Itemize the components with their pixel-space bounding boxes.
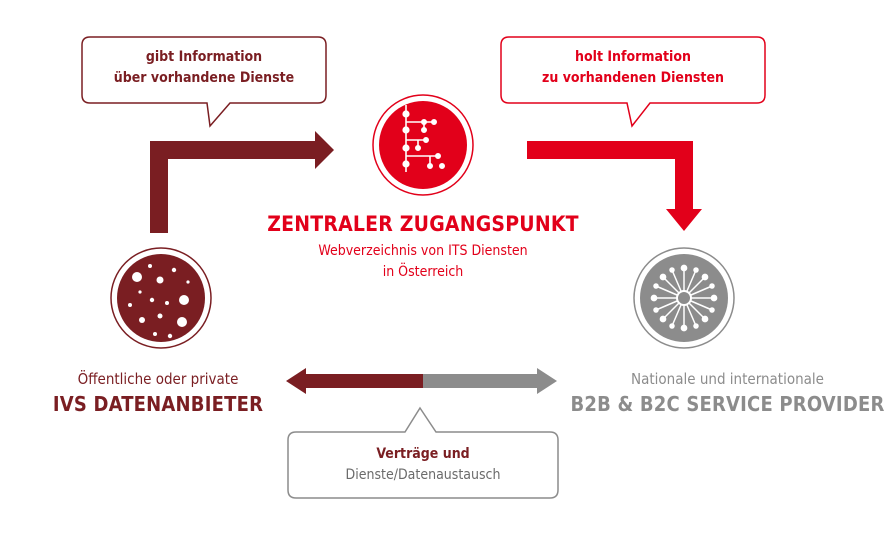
right-node-label: Nationale und internationale B2B & B2C S… <box>565 369 890 416</box>
center-subtitle-line2: in Österreich <box>382 264 464 280</box>
arrow-provider-to-center <box>150 131 334 233</box>
center-title: ZENTRALER ZUGANGSPUNKT <box>267 212 579 236</box>
bidirectional-arrow-left <box>286 368 423 394</box>
bubble-left-line1: gibt Information <box>145 49 263 65</box>
network-hub-icon <box>633 247 735 349</box>
left-node-line2: IVS DATENANBIETER <box>52 392 264 416</box>
bubble-right-shape <box>500 36 766 128</box>
bubble-right-line1: holt Information <box>575 49 691 65</box>
data-dots-icon <box>110 247 212 349</box>
left-node-label: Öffentliche oder private IVS DATENANBIET… <box>18 369 298 416</box>
center-subtitle-line1: Webverzeichnis von ITS Diensten <box>318 243 528 259</box>
bubble-right-line2: zu vorhandenen Diensten <box>542 70 724 86</box>
bubble-bottom-text: Verträge und Dienste/Datenaustausch <box>288 444 558 486</box>
bubble-left-text: gibt Information über vorhandene Dienste <box>82 47 326 89</box>
bubble-left-line2: über vorhandene Dienste <box>113 70 295 86</box>
bubble-bottom-shape <box>287 406 559 499</box>
bubble-right-text: holt Information zu vorhandenen Diensten <box>501 47 765 89</box>
bubble-bottom-line2: Dienste/Datenaustausch <box>345 467 501 483</box>
right-node-line1: Nationale und internationale <box>631 370 824 388</box>
bidirectional-arrow-right <box>423 368 557 394</box>
bubble-bottom-line1: Verträge und <box>376 446 470 462</box>
directory-tree-icon <box>372 94 474 196</box>
center-label: ZENTRALER ZUGANGSPUNKT Webverzeichnis vo… <box>263 212 583 282</box>
left-node-line1: Öffentliche oder private <box>77 370 239 388</box>
right-node-line2: B2B & B2C SERVICE PROVIDER <box>570 392 885 416</box>
bubble-left-shape <box>81 36 327 128</box>
arrow-center-to-service <box>527 141 702 231</box>
